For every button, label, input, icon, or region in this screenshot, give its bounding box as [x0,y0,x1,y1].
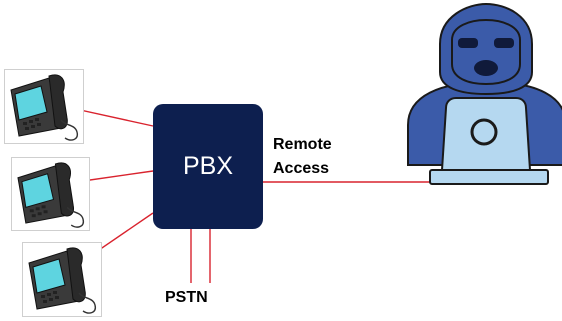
pstn-label: PSTN [165,289,208,306]
desk-phone-icon [17,162,85,228]
desk-phone-icon [10,74,79,141]
phone-2 [11,157,90,231]
desk-phone-icon [28,247,97,314]
phone-1 [4,69,84,144]
remote-access-label-line2: Access [273,160,330,177]
phone-3 [22,242,102,317]
pbx-label: PBX [182,152,234,180]
pbx-node: PBX [153,104,263,229]
remote-access-label-line1: Remote [273,136,332,153]
